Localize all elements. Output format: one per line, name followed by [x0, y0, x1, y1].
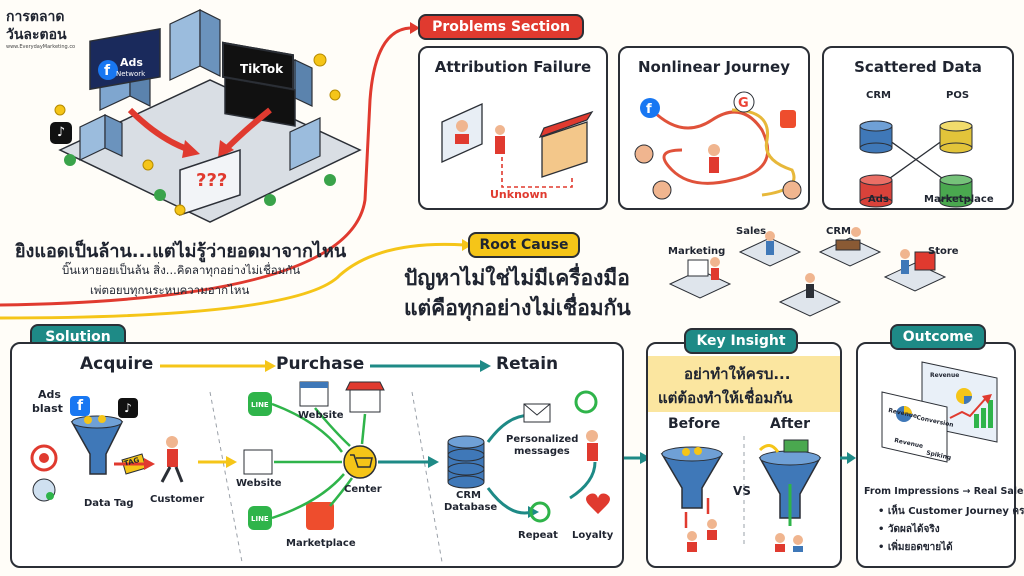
svg-text:f: f	[104, 63, 111, 79]
center-label: Center	[344, 484, 382, 495]
crm-database-label-2: Database	[444, 502, 498, 513]
personalized-label-1: Personalized	[506, 434, 579, 445]
facebook-icon: f	[70, 396, 90, 416]
arrow-insight-to-outcome	[840, 452, 856, 464]
website-left-label: Website	[236, 478, 282, 489]
scattered-crm-label: CRM	[866, 90, 891, 101]
card-revenue-label: Revenue	[930, 372, 960, 379]
root-cause-line1: ปัญหาไม่ใช่ไม่มีเครื่องมือ	[404, 266, 630, 290]
panel-nonlinear-journey: Nonlinear Journey f G	[618, 46, 810, 210]
attribution-title: Attribution Failure	[434, 58, 592, 76]
outcome-bullet: • เห็น Customer Journey ครบ	[878, 506, 1024, 517]
scattered-title: Scattered Data	[854, 58, 982, 76]
line-icon-top-text: LINE	[251, 401, 269, 409]
svg-text:G: G	[738, 96, 749, 111]
insight-line2: แต่ต้องทำให้เชื่อมกัน	[658, 389, 793, 407]
ads-db-icon	[859, 174, 893, 208]
crm-db-icon	[859, 120, 893, 154]
billboard-network-label: Network	[116, 70, 146, 78]
outcome-bullet: • เพิ่มยอดขายได้	[878, 542, 953, 553]
dept-marketing-label: Marketing	[668, 246, 726, 257]
dept-sales-label: Sales	[736, 226, 767, 237]
brand-logo[interactable]: การตลาด วันละตอน www.EverydayMarketing.c…	[6, 6, 76, 62]
ads-blast-label-2: blast	[32, 402, 63, 415]
departments-illustration	[668, 227, 947, 317]
solution-flow-diagram	[30, 360, 610, 563]
ads-blast-label-1: Ads	[38, 388, 61, 401]
key-insight-label: Key Insight	[684, 328, 798, 354]
vs-label: VS	[733, 484, 751, 498]
outcome-label: Outcome	[890, 324, 986, 350]
hero-headline: ยิงแอดเป็นล้าน...แต่ไม่รู้ว่ายอดมาจากไหน	[15, 241, 347, 262]
marketplace-db-icon	[939, 174, 973, 208]
arrow-solution-to-insight	[624, 452, 651, 464]
before-label: Before	[668, 416, 721, 432]
marketplace-label: Marketplace	[286, 538, 356, 549]
scattered-ads-label: Ads	[868, 194, 889, 205]
personalized-label-2: messages	[514, 446, 570, 457]
panel-scattered-data: Scattered Data CRM POS Ads Marketplace	[822, 46, 1014, 210]
panel-attribution-failure: Attribution Failure Unknown	[418, 46, 608, 210]
hero-sub1: บิ๊นเหายอยเป็นล้น สิ่ง...คิดลาทุกอย่างไม…	[62, 263, 301, 277]
logo-url: www.EverydayMarketing.co	[6, 44, 76, 50]
before-after-funnels	[660, 436, 822, 552]
scattered-illustration	[859, 120, 973, 208]
loyalty-label: Loyalty	[572, 530, 614, 541]
outcome-bullet: • วัดผลได้จริง	[878, 524, 940, 535]
tiktok-icon-small: ♪	[118, 398, 138, 418]
stage-purchase: Purchase	[276, 354, 365, 374]
after-label: After	[770, 416, 811, 432]
repeat-label: Repeat	[518, 530, 558, 541]
billboard-ads-label: Ads	[120, 56, 143, 69]
insight-line1: อย่าทำให้ครบ...	[684, 365, 791, 383]
website-top-label: Website	[298, 410, 344, 421]
city-illustration: f	[54, 9, 362, 223]
scattered-pos-label: POS	[946, 90, 970, 101]
attribution-unknown: Unknown	[490, 188, 548, 201]
svg-text:f: f	[646, 102, 652, 117]
nonlinear-illustration: f G	[634, 91, 802, 200]
tiktok-icon: ♪	[50, 122, 72, 144]
scattered-marketplace-label: Marketplace	[924, 194, 994, 205]
stage-acquire: Acquire	[80, 354, 154, 374]
dept-store-label: Store	[928, 246, 959, 257]
outcome-dashboard-illustration	[881, 361, 998, 463]
stage-retain: Retain	[496, 354, 559, 374]
dept-crm-label: CRM	[826, 226, 851, 237]
nonlinear-title: Nonlinear Journey	[637, 58, 790, 76]
outcome-title: From Impressions → Real Sales	[864, 486, 1024, 497]
logo-line1: การตลาด	[6, 9, 65, 25]
data-tag-label: Data Tag	[84, 498, 134, 509]
insight-highlight-band	[648, 356, 840, 412]
logo-line2: วันละตอน	[6, 27, 67, 43]
root-cause-line2: แต่คือทุกอย่างไม่เชื่อมกัน	[404, 296, 631, 320]
screen-question-marks: ???	[196, 170, 228, 191]
pos-db-icon	[939, 120, 973, 154]
root-cause-label: Root Cause	[468, 232, 580, 258]
crm-database-label-1: CRM	[456, 490, 481, 501]
attribution-illustration	[441, 102, 594, 188]
panel-solution	[10, 342, 624, 568]
outcome-bullet-list: • เห็น Customer Journey ครบ • วัดผลได้จร…	[878, 504, 1024, 555]
billboard-tiktok-label: TikTok	[240, 62, 284, 76]
problems-section-label: Problems Section	[418, 14, 584, 40]
customer-label: Customer	[150, 494, 205, 505]
line-icon-bottom-text: LINE	[251, 515, 269, 523]
hero-sub2: เพ่ตอยบทุกนระหบความอากไหน	[90, 283, 250, 297]
